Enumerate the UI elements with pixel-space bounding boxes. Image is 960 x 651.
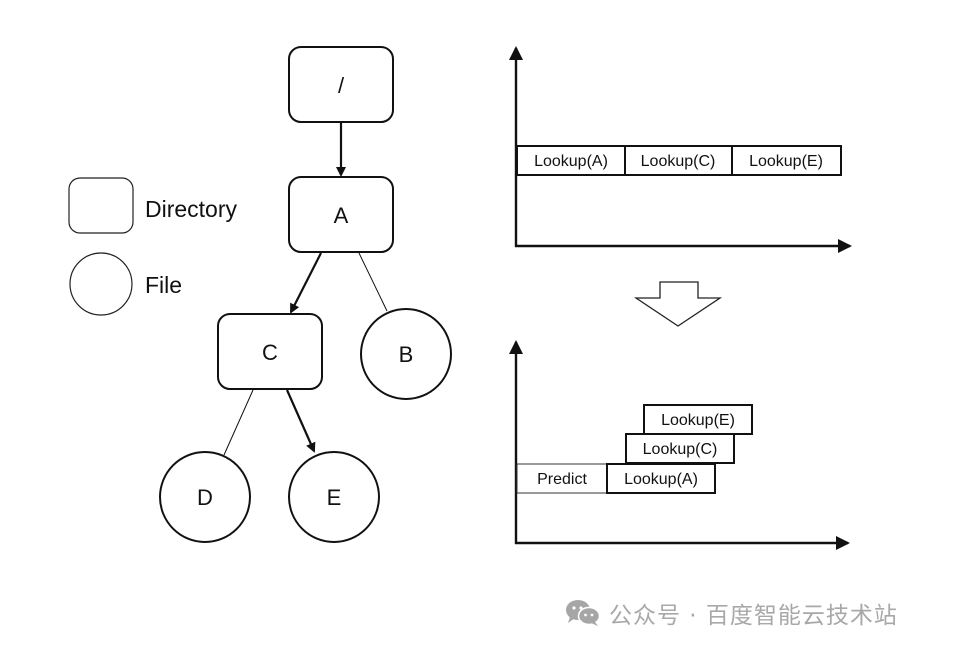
directory-node-shape	[288, 176, 394, 253]
block-label: Lookup(E)	[661, 412, 735, 429]
wechat-icon	[566, 600, 601, 626]
file-node-shape	[360, 308, 452, 400]
legend: Directory File	[68, 177, 238, 316]
edge-a-c	[290, 252, 322, 314]
legend-directory-shape	[68, 177, 134, 234]
directory-node-shape	[288, 46, 394, 123]
block-label: Lookup(C)	[641, 153, 716, 170]
node-label-d: D	[197, 485, 213, 510]
node-label-e: E	[327, 485, 342, 510]
directory-node-shape	[217, 313, 323, 390]
tree-edges	[223, 123, 388, 456]
tree-node-a: A	[288, 176, 394, 253]
lookup-block-e: Lookup(E)	[731, 145, 842, 176]
file-node-shape	[288, 451, 380, 543]
lookup-block-a: Lookup(A)	[606, 463, 716, 494]
tree-node-e: E	[288, 451, 380, 543]
node-label-root: /	[338, 73, 345, 98]
legend-file-shape	[69, 252, 133, 316]
block-label: Lookup(C)	[643, 441, 718, 458]
lookup-block-c: Lookup(C)	[625, 433, 735, 464]
lookup-block-a: Lookup(A)	[516, 145, 626, 176]
tree-node-b: B	[360, 308, 452, 400]
timeline-after: Predict Lookup(E) Lookup(C) Lookup(A)	[509, 340, 850, 550]
tree-node-c: C	[217, 313, 323, 390]
node-label-b: B	[399, 342, 414, 367]
edge-a-b	[358, 252, 388, 312]
block-label: Predict	[537, 471, 587, 488]
tree-node-root: /	[288, 46, 394, 123]
node-label-a: A	[334, 203, 349, 228]
node-label-c: C	[262, 340, 278, 365]
watermark: 公众号 · 百度智能云技术站	[565, 596, 898, 630]
tree-node-d: D	[159, 451, 251, 543]
predict-block: Predict	[516, 463, 608, 494]
watermark-text: 公众号 · 百度智能云技术站	[609, 603, 898, 629]
lookup-block-c: Lookup(C)	[624, 145, 733, 176]
legend-file-label: File	[145, 272, 182, 298]
block-label: Lookup(E)	[749, 153, 823, 170]
timeline-before: Lookup(A) Lookup(C) Lookup(E)	[509, 46, 852, 253]
block-label: Lookup(A)	[534, 153, 608, 170]
edge-c-d	[223, 389, 254, 456]
legend-directory-label: Directory	[145, 196, 238, 222]
down-arrow-icon	[633, 281, 723, 327]
lookup-block-e: Lookup(E)	[643, 404, 753, 435]
block-label: Lookup(A)	[624, 471, 698, 488]
file-node-shape	[159, 451, 251, 543]
edge-c-e	[285, 389, 316, 453]
